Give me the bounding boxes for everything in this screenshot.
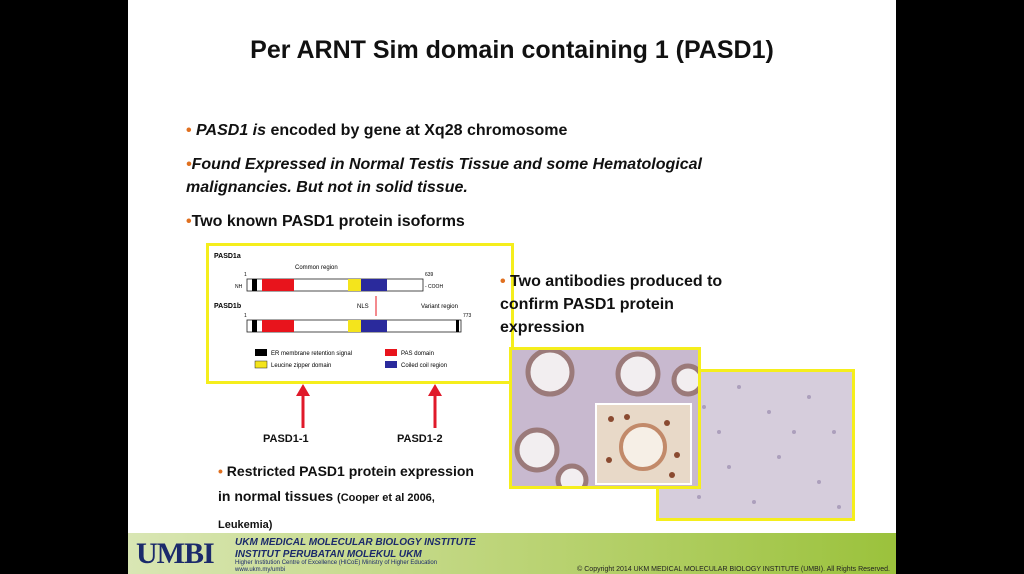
pasd1b-coiled-coil xyxy=(361,320,387,332)
bullet-restricted: • Restricted PASD1 protein expression in… xyxy=(218,463,474,531)
pasd1a-coiled-coil xyxy=(361,279,387,291)
footer-website: www.ukm.my/umbi xyxy=(235,567,286,573)
bullet-expression: •Found Expressed in Normal Testis Tissue… xyxy=(186,156,702,196)
pasd1b-pas-domain xyxy=(262,320,294,332)
bullet-dot: • xyxy=(186,213,192,230)
arrow-left-head xyxy=(296,384,310,396)
label-773: 773 xyxy=(463,313,472,319)
pasd1b-leucine-zipper xyxy=(348,320,361,332)
label-cooh: - COOH xyxy=(425,284,443,290)
label-nh2: NH xyxy=(235,284,243,290)
footer-institute-en: UKM MEDICAL MOLECULAR BIOLOGY INSTITUTE xyxy=(235,537,476,548)
footer-copyright: © Copyright 2014 UKM MEDICAL MOLECULAR B… xyxy=(577,566,890,573)
pasd1a-er-signal xyxy=(252,279,257,291)
tissue-texture-left xyxy=(514,350,698,486)
slide: Per ARNT Sim domain containing 1 (PASD1)… xyxy=(128,0,896,574)
tissue-photo-inset xyxy=(595,403,692,485)
legend-cc-swatch xyxy=(385,361,397,368)
label-pasd1-1: PASD1-1 xyxy=(263,433,309,445)
label-one-b: 1 xyxy=(244,313,247,319)
label-variant-region: Variant region xyxy=(421,304,458,310)
legend-er: ER membrane retention signal xyxy=(271,351,352,357)
bullet-gene: • PASD1 is encoded by gene at Xq28 chrom… xyxy=(186,122,568,139)
footer-institute-ms: INSTITUT PERUBATAN MOLEKUL UKM xyxy=(235,549,422,560)
isoform-diagram-svg: PASD1a Common region 1 639 NH - COOH PAS… xyxy=(214,253,472,369)
tissue-texture-inset xyxy=(606,414,680,478)
label-639: 639 xyxy=(425,272,434,278)
arrow-right-head xyxy=(428,384,442,396)
footer-hicoe: Higher Institution Centre of Excellence … xyxy=(235,560,438,566)
umbi-logo: UMBI xyxy=(136,537,215,570)
label-nls: NLS xyxy=(357,304,369,310)
label-common-region: Common region xyxy=(295,265,338,271)
footer: UMBI UKM MEDICAL MOLECULAR BIOLOGY INSTI… xyxy=(128,533,896,574)
legend-pas-swatch xyxy=(385,349,397,356)
bullet-dot: • xyxy=(186,122,197,139)
label-pasd1-2: PASD1-2 xyxy=(397,433,443,445)
slide-title: Per ARNT Sim domain containing 1 (PASD1) xyxy=(250,36,774,64)
pasd1a-leucine-zipper xyxy=(348,279,361,291)
pasd1b-variant-end xyxy=(456,320,459,332)
pasd1-isoform-diagram: PASD1a Common region 1 639 NH - COOH PAS… xyxy=(206,243,514,384)
label-pasd1b: PASD1b xyxy=(214,303,241,310)
antibody-arrows xyxy=(296,384,442,428)
legend-lz-swatch xyxy=(254,360,268,369)
bullet-dot: • xyxy=(500,273,511,290)
legend-lz: Leucine zipper domain xyxy=(271,363,331,369)
bullet-antibodies: • Two antibodies produced to confirm PAS… xyxy=(500,273,723,336)
legend-er-swatch xyxy=(255,349,267,356)
bullet-isoforms: •Two known PASD1 protein isoforms xyxy=(186,213,465,230)
bullet-dot: • xyxy=(218,463,227,479)
pasd1a-pas-domain xyxy=(262,279,294,291)
label-pasd1a: PASD1a xyxy=(214,253,241,260)
pasd1b-er-signal xyxy=(252,320,257,332)
label-one-a: 1 xyxy=(244,272,247,278)
bullet-dot: • xyxy=(186,156,192,173)
legend-pas: PAS domain xyxy=(401,351,434,357)
legend-cc: Coiled coil region xyxy=(401,363,447,369)
